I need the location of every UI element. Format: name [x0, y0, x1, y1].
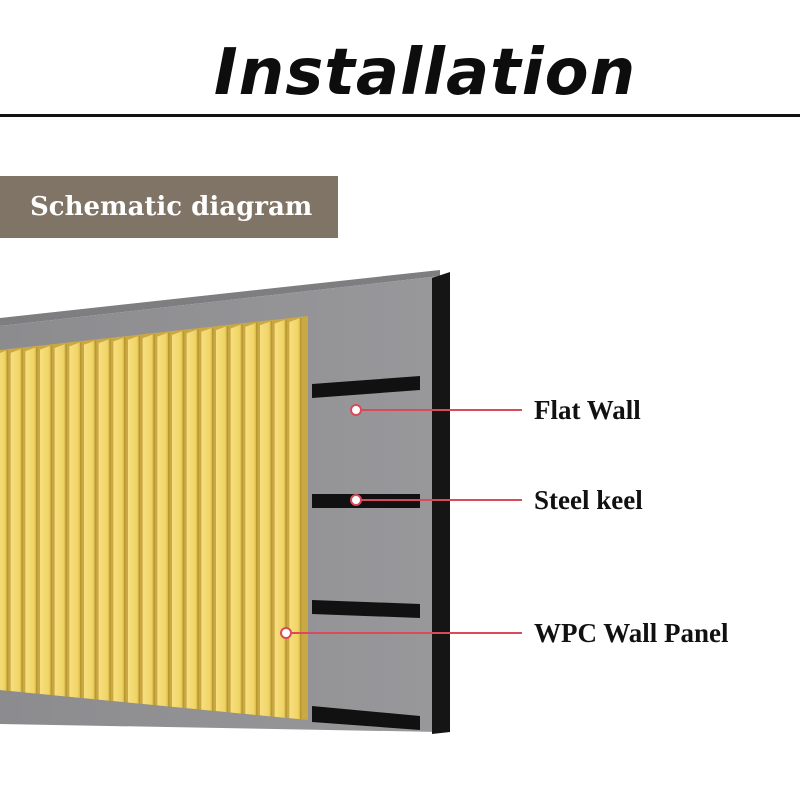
flat-wall-top [0, 270, 440, 326]
panel-slat [54, 343, 67, 697]
panel-slat [201, 327, 213, 711]
wpc-wall-panel [0, 316, 308, 720]
callout-pointers [280, 404, 522, 639]
panel-slat [69, 342, 81, 698]
wpc-panel-label: WPC Wall Panel [534, 618, 729, 648]
panel-slat [25, 346, 37, 694]
panel-slat [113, 337, 125, 703]
steel-keel-pointer-dot [350, 494, 362, 506]
panel-slat [0, 350, 8, 691]
panel-slat [186, 329, 199, 710]
flat-wall-edge [432, 272, 450, 734]
steel-keel-label: Steel keel [534, 485, 643, 515]
title-divider [0, 114, 800, 117]
panel-slat [172, 330, 184, 708]
schematic-diagram-tag: Schematic diagram [0, 176, 338, 238]
steel-keel [312, 376, 420, 398]
panel-slat [84, 340, 96, 700]
panel-slat [274, 319, 287, 718]
flat-wall-pointer-dot [350, 404, 362, 416]
panel-slat [10, 348, 23, 693]
panel-slat [230, 324, 243, 714]
wpc-panel-pointer-dot [280, 627, 292, 639]
panel-slat [128, 335, 140, 704]
panel-slat [260, 321, 272, 717]
panel-slat [216, 325, 228, 713]
panel-slat [40, 345, 52, 696]
steel-keel [312, 600, 420, 618]
panel-slat [142, 333, 155, 706]
steel-keel [312, 706, 420, 730]
panel-slat [289, 317, 301, 720]
panel-slat [245, 322, 257, 716]
panel-slat [157, 332, 169, 707]
panel-slat [98, 338, 111, 701]
flat-wall-label: Flat Wall [534, 395, 641, 425]
page-title: Installation [213, 36, 637, 110]
